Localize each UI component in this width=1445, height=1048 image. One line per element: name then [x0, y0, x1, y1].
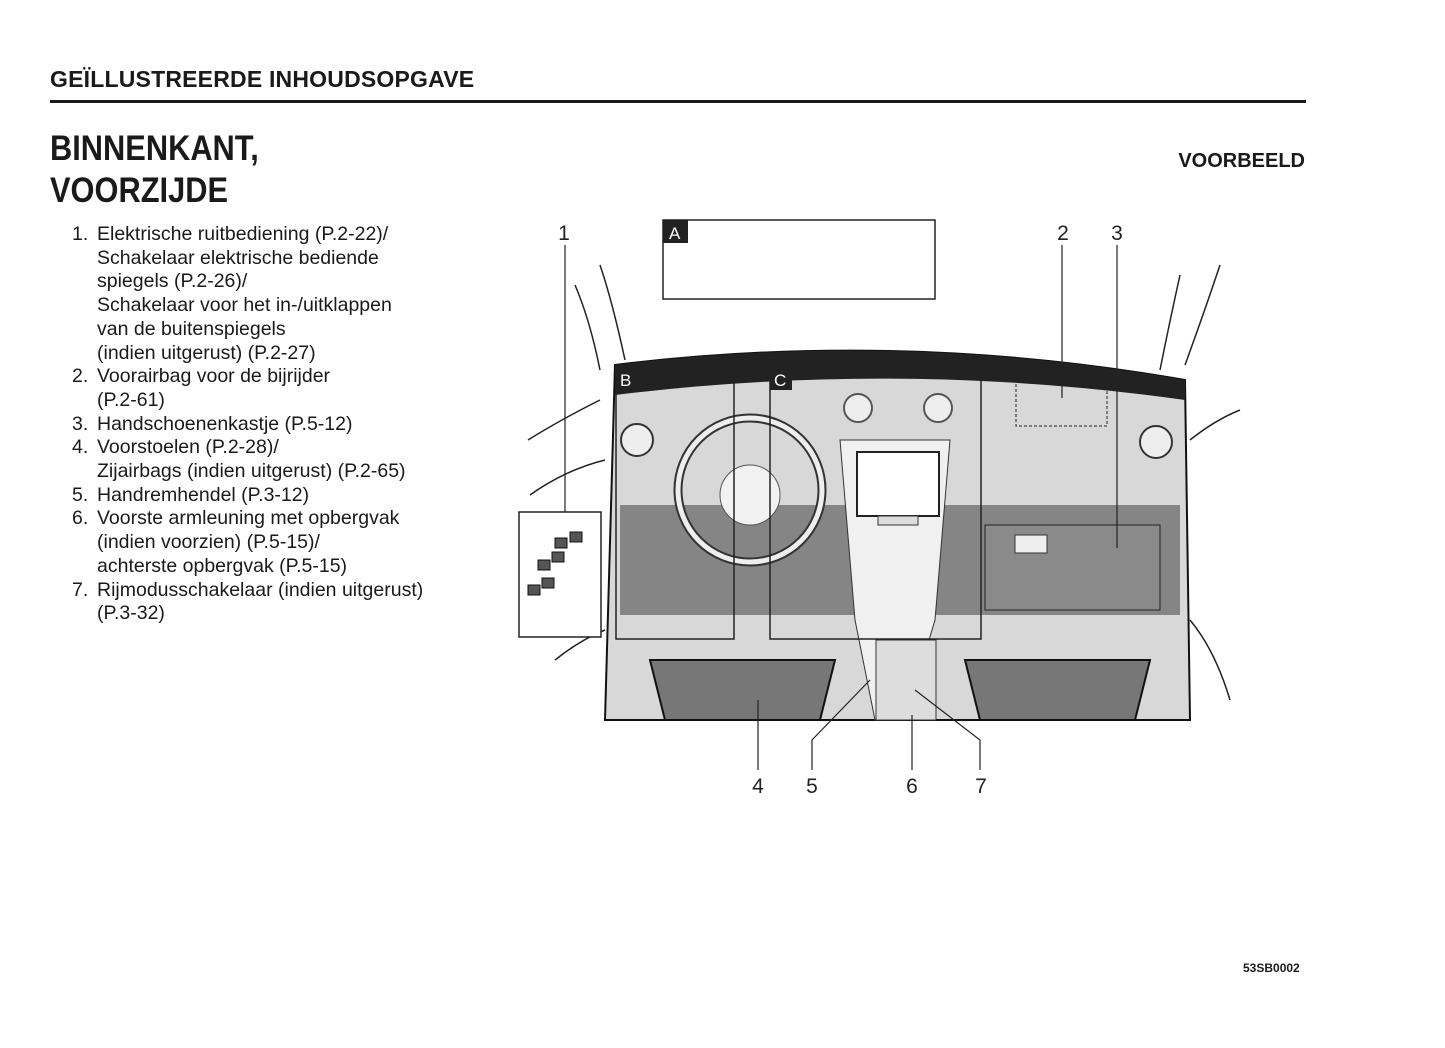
item-number: 3. [72, 412, 89, 435]
item-number: 4. [72, 436, 89, 459]
driver-seat [648, 659, 837, 721]
item-number: 1. [72, 223, 89, 245]
item-line: Rijmodusschakelaar (indien uitgerust) [97, 578, 424, 601]
list-item: 6. Voorste armleuning met opbergvak(indie… [72, 507, 423, 578]
vent-icon [843, 393, 873, 423]
box-c-label: C [774, 371, 786, 390]
item-line: Elektrische ruitbediening (P.2-22)/ [97, 223, 389, 245]
dashboard-top [615, 350, 1185, 400]
item-number: 6. [72, 507, 89, 530]
list-item: 4. Voorstoelen (P.2-28)/Zijairbags (indie… [72, 436, 423, 483]
item-text: Rijmodusschakelaar (indien uitgerust)(P.… [97, 579, 423, 626]
item-text: Handschoenenkastje (P.5-12) [97, 413, 352, 437]
example-label: VOORBEELD [1178, 150, 1305, 172]
item-line: Voorste armleuning met opbergvak [97, 507, 400, 530]
right-pillar [1184, 264, 1221, 366]
item-text: Voorste armleuning met opbergvak(indien … [97, 507, 399, 578]
vent-icon [1139, 425, 1173, 459]
item-text: Handremhendel (P.3-12) [97, 484, 309, 508]
callout-1: 1 [558, 222, 570, 245]
display-screen [856, 451, 940, 517]
item-line: Voorstoelen (P.2-28)/ [97, 436, 279, 459]
list-item: 3. Handschoenenkastje (P.5-12) [72, 413, 423, 437]
item-text: Voorstoelen (P.2-28)/Zijairbags (indien … [97, 436, 406, 483]
callout-3: 3 [1111, 222, 1123, 245]
header-rule [50, 100, 1306, 103]
item-line: Schakelaar elektrische bediende [97, 246, 379, 269]
left-pillar [599, 264, 626, 361]
vent-icon [620, 423, 654, 457]
item-number: 7. [72, 578, 89, 601]
callout-6: 6 [906, 775, 918, 798]
vent-icon [923, 393, 953, 423]
callout-2: 2 [1057, 222, 1069, 245]
item-line: Handschoenenkastje (P.5-12) [97, 412, 353, 435]
box-b [615, 365, 735, 640]
callout-5: 5 [806, 775, 818, 798]
section-header: GEÏLLUSTREERDE INHOUDSOPGAVE [50, 66, 475, 92]
box-a [662, 219, 936, 300]
item-line: Handremhendel (P.3-12) [97, 483, 310, 506]
callout-7: 7 [975, 775, 987, 798]
item-line: (indien uitgerust) (P.2-27) [97, 341, 316, 364]
figure-code: 53SB0002 [1243, 961, 1300, 975]
item-number: 2. [72, 365, 89, 388]
box-b-label: B [620, 371, 631, 390]
title-line-1: BINNENKANT, [50, 129, 259, 168]
title-line-2: VOORZIJDE [50, 171, 228, 210]
list-item: 2. Voorairbag voor de bijrijder(P.2-61) [72, 365, 423, 412]
item-number: 5. [72, 483, 89, 506]
passenger-seat [963, 659, 1152, 721]
item-line: van de buitenspiegels [97, 317, 286, 340]
component-list: 1.Elektrische ruitbediening (P.2-22)/Sch… [72, 223, 423, 626]
list-item: 7. Rijmodusschakelaar (indien uitgerust)(… [72, 579, 423, 626]
item-line: (P.3-32) [97, 602, 165, 625]
item-line: Zijairbags (indien uitgerust) (P.2-65) [97, 460, 406, 483]
item-line: spiegels (P.2-26)/ [97, 270, 248, 293]
item-line: (indien voorzien) (P.5-15)/ [97, 531, 320, 554]
box-c [769, 365, 982, 640]
callout-4: 4 [752, 775, 764, 798]
glovebox [984, 524, 1161, 611]
list-item: 5. Handremhendel (P.3-12) [72, 484, 423, 508]
page-title: BINNENKANT, VOORZIJDE [50, 128, 259, 212]
list-item: 1.Elektrische ruitbediening (P.2-22)/Sch… [72, 223, 423, 365]
item-line: Schakelaar voor het in-/uitklappen [97, 294, 392, 317]
window-switch-inset [518, 511, 602, 638]
box-a-label: A [669, 224, 681, 243]
item-text: Voorairbag voor de bijrijder(P.2-61) [97, 365, 330, 412]
item-line: achterste opbergvak (P.5-15) [97, 554, 348, 577]
item-text: Elektrische ruitbediening (P.2-22)/Schak… [97, 223, 392, 365]
item-line: (P.2-61) [97, 388, 165, 411]
item-line: Voorairbag voor de bijrijder [97, 365, 331, 388]
